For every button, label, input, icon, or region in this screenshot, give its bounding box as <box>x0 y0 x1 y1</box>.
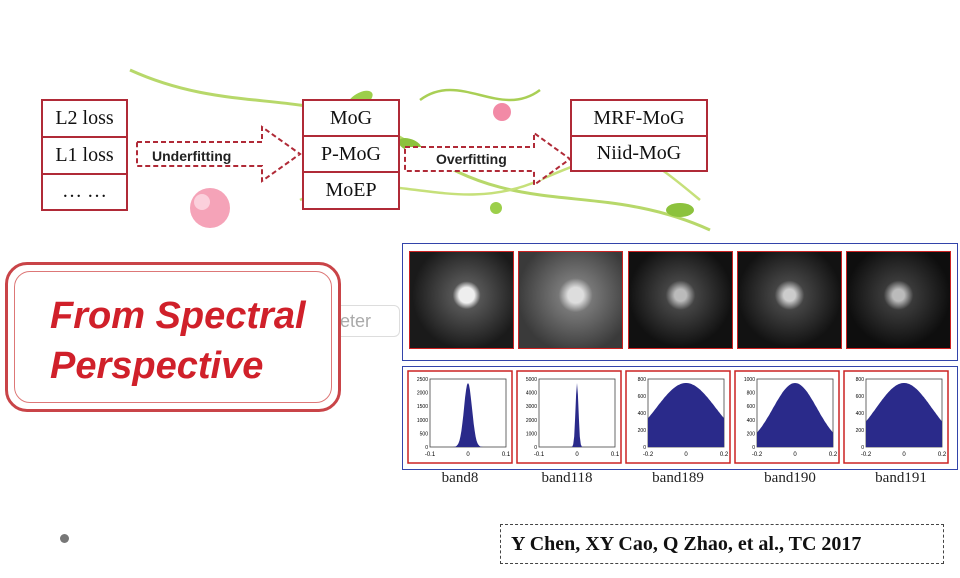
band-label: band118 <box>541 470 593 486</box>
histogram-x-tick: 0 <box>684 452 688 458</box>
histogram-frame <box>516 370 622 464</box>
histogram-y-tick: 1000 <box>744 377 755 383</box>
histogram-x-tick: 0.2 <box>720 452 729 458</box>
mog-item: P-MoG <box>304 137 398 173</box>
histogram-y-tick: 200 <box>747 431 756 437</box>
perspective-callout: From Spectral Perspective <box>5 262 341 412</box>
underfitting-label: Underfitting <box>152 148 232 164</box>
histogram-x-tick: 0 <box>575 452 579 458</box>
band-label: band189 <box>652 470 704 486</box>
overfitting-arrow <box>404 131 572 187</box>
perspective-title: From Spectral Perspective <box>50 291 306 391</box>
histogram-y-tick: 400 <box>638 411 647 417</box>
perspective-line2: Perspective <box>50 345 264 387</box>
histogram-x-tick: -0.2 <box>861 452 872 458</box>
histogram-y-tick: 0 <box>425 445 428 451</box>
histogram-y-tick: 500 <box>420 431 429 437</box>
histogram-y-tick: 400 <box>856 411 865 417</box>
histogram-x-tick: 0.2 <box>938 452 947 458</box>
histogram-x-tick: -0.2 <box>643 452 654 458</box>
histogram-x-tick: 0 <box>902 452 906 458</box>
citation-box: Y Chen, XY Cao, Q Zhao, et al., TC 2017 <box>500 524 944 564</box>
loss-item: L1 loss <box>43 138 126 175</box>
histogram-y-tick: 800 <box>856 377 865 383</box>
mrf-item: Niid-MoG <box>596 141 682 164</box>
histogram-distribution <box>757 383 833 447</box>
mrf-item: MRF-MoG <box>572 101 706 137</box>
histogram-y-tick: 2000 <box>417 391 428 397</box>
band-label: band191 <box>875 470 927 486</box>
histogram-distribution <box>866 383 942 447</box>
histogram-y-tick: 600 <box>856 394 865 400</box>
band-label: band190 <box>764 470 816 486</box>
histogram-x-tick: 0 <box>793 452 797 458</box>
histogram-y-tick: 600 <box>747 404 756 410</box>
loss-item: … … <box>62 180 107 202</box>
histogram-x-tick: -0.1 <box>425 452 436 458</box>
histogram-y-tick: 200 <box>638 428 647 434</box>
underfitting-arrow <box>136 125 302 183</box>
band-image <box>409 251 514 349</box>
histogram-y-tick: 1000 <box>417 418 428 424</box>
histogram-y-tick: 1000 <box>526 431 537 437</box>
histogram-frame <box>407 370 513 464</box>
histogram-x-tick: 0.1 <box>502 452 511 458</box>
histogram-y-tick: 2500 <box>417 377 428 383</box>
histogram-distribution <box>648 383 724 447</box>
histogram-y-tick: 4000 <box>526 391 537 397</box>
histogram-y-tick: 600 <box>638 394 647 400</box>
histogram-y-tick: 0 <box>752 445 755 451</box>
histogram-distribution <box>430 383 506 447</box>
histogram-y-tick: 3000 <box>526 404 537 410</box>
histogram-distribution <box>539 383 615 447</box>
mrf-box: MRF-MoG Niid-MoG <box>570 99 708 172</box>
histogram-y-tick: 800 <box>747 391 756 397</box>
histogram-x-tick: 0 <box>466 452 470 458</box>
band-label: band8 <box>441 470 479 486</box>
loss-item: L2 loss <box>43 101 126 138</box>
mog-item: MoEP <box>325 178 377 201</box>
band-image <box>737 251 842 349</box>
mog-item: MoG <box>304 101 398 137</box>
histogram-y-tick: 0 <box>534 445 537 451</box>
bullet-point <box>60 534 69 543</box>
histogram-y-tick: 5000 <box>526 377 537 383</box>
band-image <box>628 251 733 349</box>
histogram-y-tick: 400 <box>747 418 756 424</box>
band-image-panel <box>402 243 958 361</box>
histogram-x-tick: 0.1 <box>611 452 620 458</box>
mog-box: MoG P-MoG MoEP <box>302 99 400 210</box>
histogram-y-tick: 2000 <box>526 418 537 424</box>
histogram-y-tick: 1500 <box>417 404 428 410</box>
histogram-y-tick: 200 <box>856 428 865 434</box>
band-image <box>846 251 951 349</box>
perspective-line1: From Spectral <box>50 295 306 337</box>
histogram-y-tick: 800 <box>638 377 647 383</box>
perspective-inner-border <box>14 271 332 403</box>
overfitting-label: Overfitting <box>436 151 507 167</box>
histogram-y-tick: 0 <box>861 445 864 451</box>
histogram-x-tick: -0.1 <box>534 452 545 458</box>
band-image <box>518 251 623 349</box>
histogram-x-tick: 0.2 <box>829 452 838 458</box>
histogram-y-tick: 0 <box>643 445 646 451</box>
histogram-x-tick: -0.2 <box>752 452 763 458</box>
loss-box: L2 loss L1 loss … … <box>41 99 128 211</box>
